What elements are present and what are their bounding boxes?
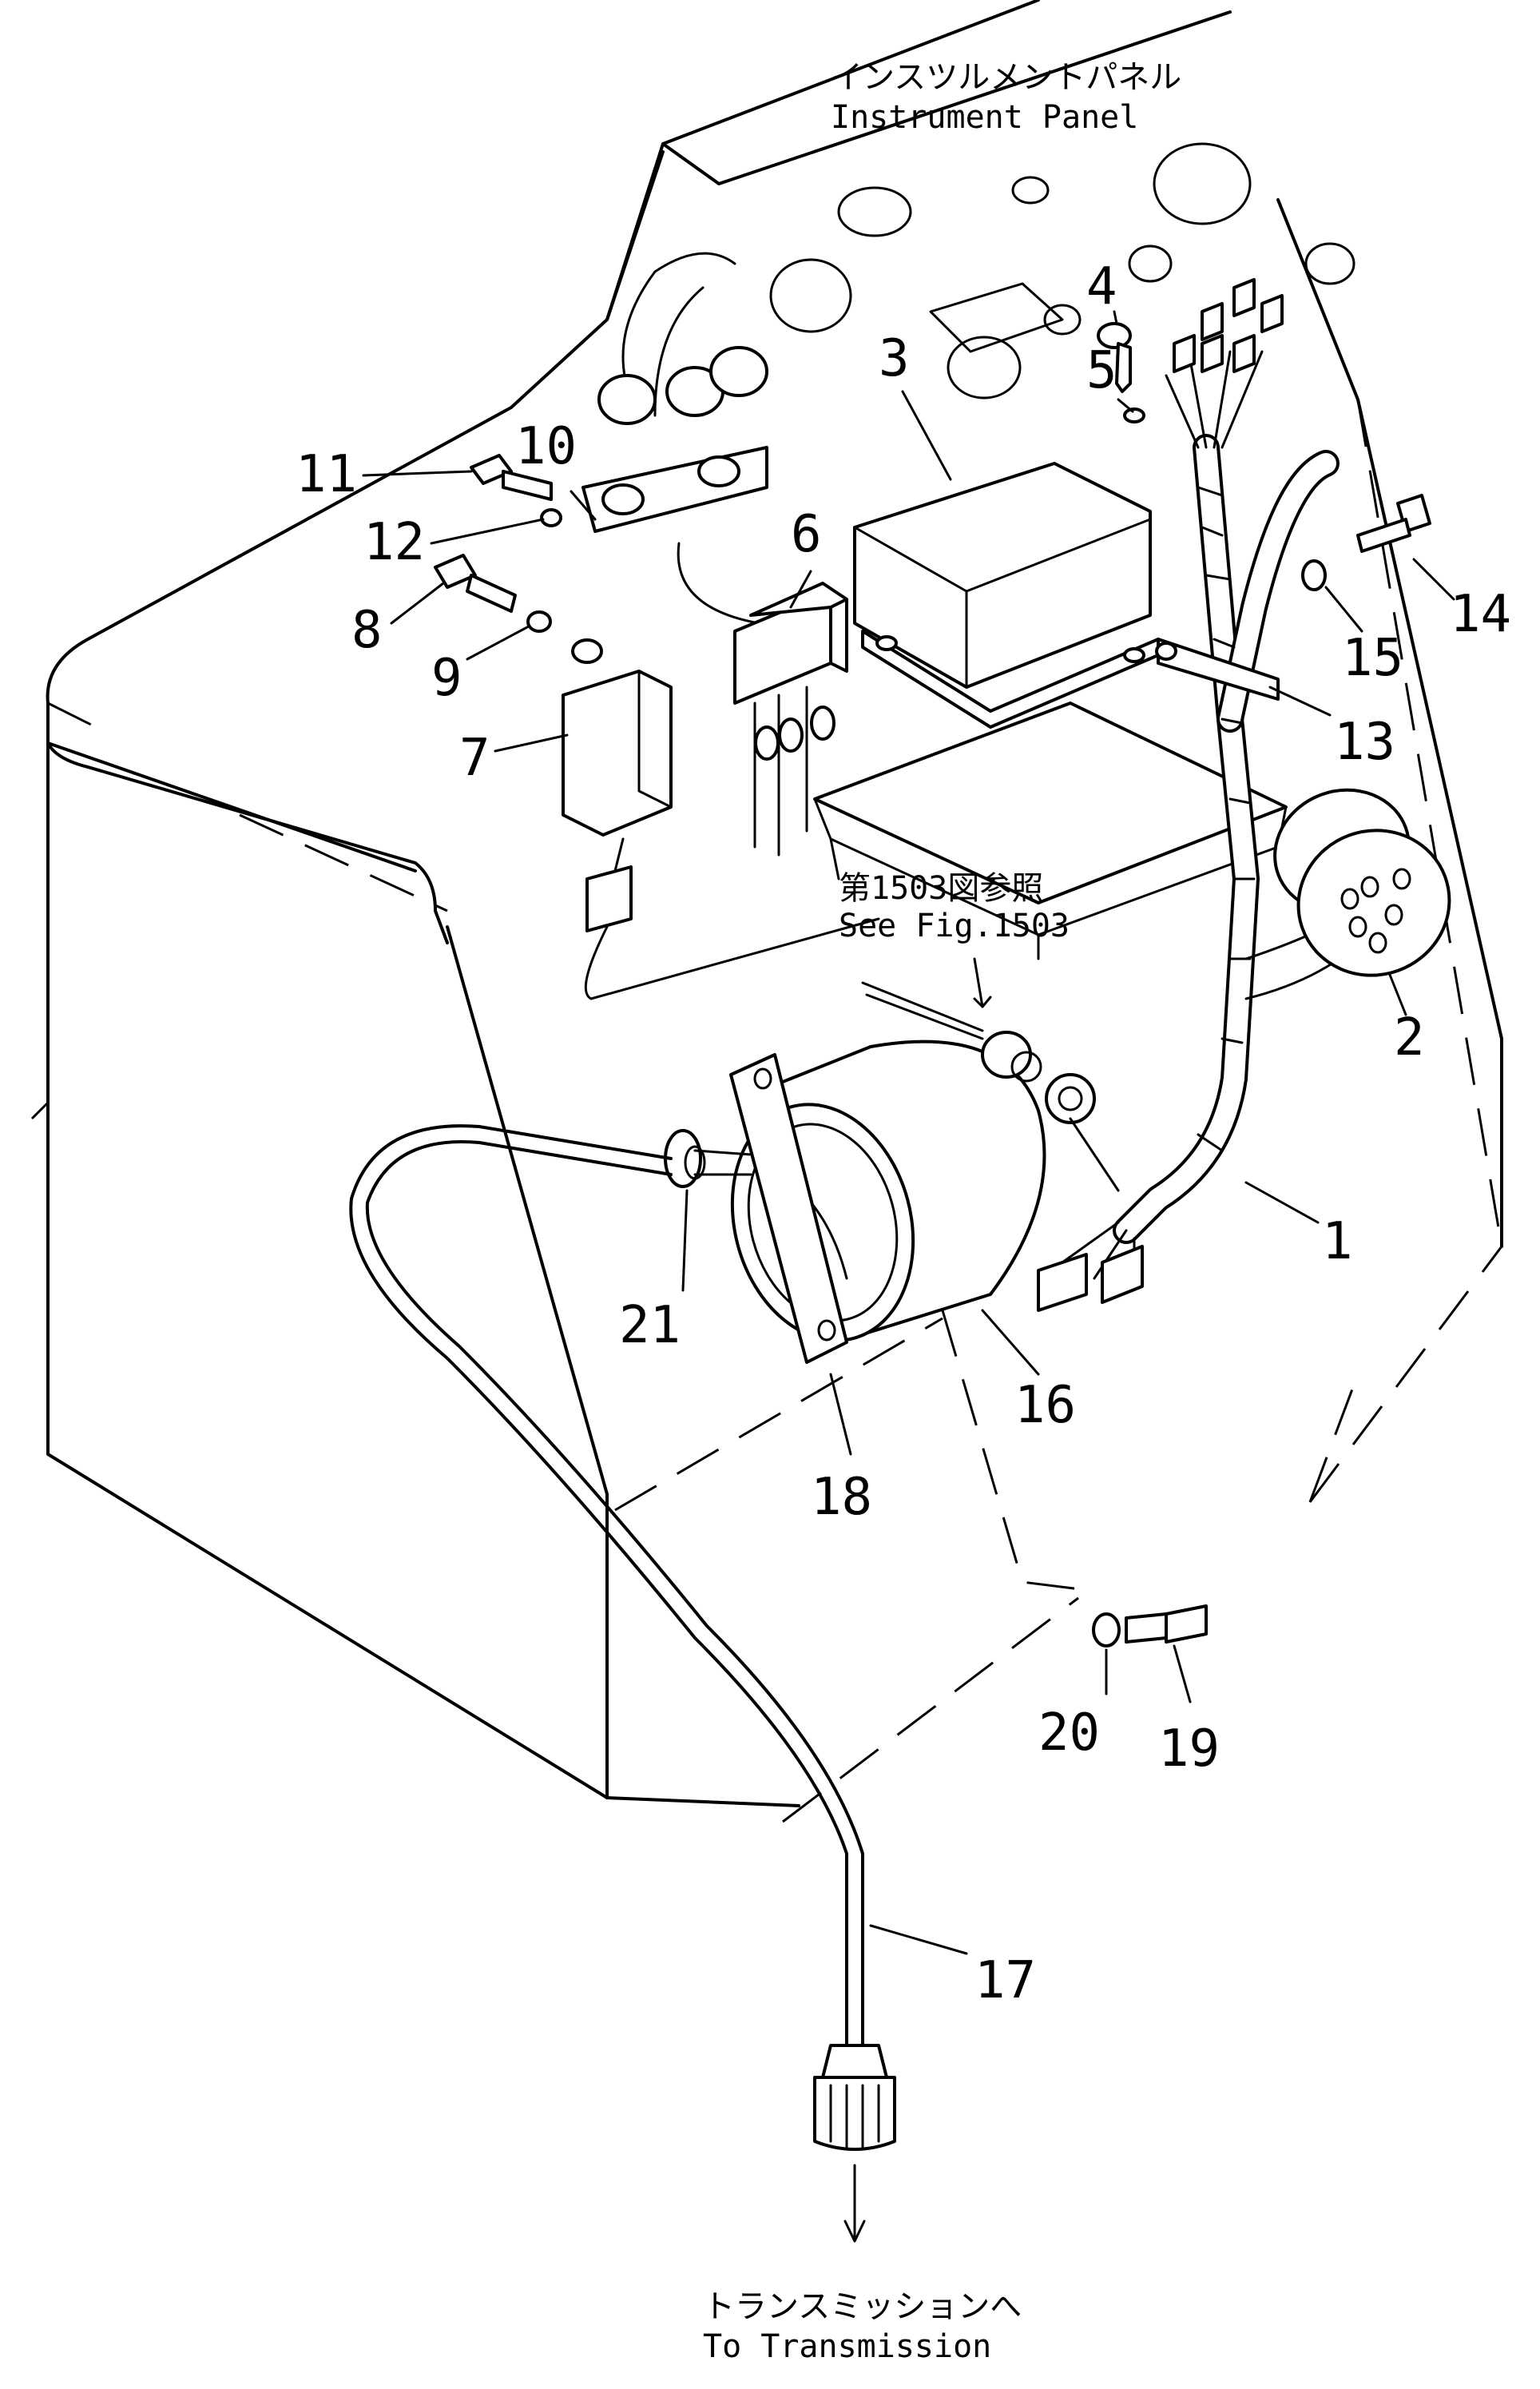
panel-openings xyxy=(769,142,1355,399)
part-7-flasher-unit xyxy=(562,638,880,1000)
part-1-wiring-harness xyxy=(1061,350,1351,1288)
callout-8: 8 xyxy=(351,601,383,660)
callout-19: 19 xyxy=(1158,1719,1220,1779)
callout-18: 18 xyxy=(811,1468,872,1527)
callout-5: 5 xyxy=(1086,341,1117,400)
callout-6: 6 xyxy=(791,505,822,564)
callout-13: 13 xyxy=(1334,713,1395,772)
to-transmission-label-jp: トランスミッションへ xyxy=(703,2288,1022,2325)
callout-9: 9 xyxy=(431,649,462,708)
callout-20: 20 xyxy=(1038,1703,1100,1763)
sensor-plug xyxy=(861,981,1042,1083)
callout-3: 3 xyxy=(879,329,910,388)
callout-1: 1 xyxy=(1322,1212,1353,1271)
callout-4: 4 xyxy=(1086,257,1117,316)
fasteners xyxy=(434,322,1431,1648)
callout-2: 2 xyxy=(1394,1008,1425,1067)
instrument-panel-label-jp: インスツルメントパネル xyxy=(831,59,1181,96)
callout-10: 10 xyxy=(515,417,577,476)
part-3-controller-box xyxy=(853,462,1160,729)
callout-7: 7 xyxy=(459,729,490,788)
callout-14: 14 xyxy=(1450,585,1511,644)
see-fig-label-jp: 第1503図参照 xyxy=(839,870,1043,907)
part-18-meter-bracket xyxy=(729,1053,848,1364)
console-outline xyxy=(30,0,1503,1823)
callout-11: 11 xyxy=(296,445,357,504)
part-10-lamp-socket-bracket xyxy=(581,252,768,625)
to-transmission-label-en: To Transmission xyxy=(703,2328,991,2365)
callout-21: 21 xyxy=(619,1296,681,1355)
part-2-horn xyxy=(1273,788,1451,977)
callout-15: 15 xyxy=(1342,629,1403,688)
part-21-grommet xyxy=(664,1129,752,1188)
harness-connectors xyxy=(1037,278,1284,1312)
part-6-relay xyxy=(733,582,848,857)
part-13-clamp xyxy=(1155,638,1280,701)
leader-lines xyxy=(362,310,1455,2243)
part-17-speedometer-cable xyxy=(349,1124,896,2151)
see-fig-label-en: See Fig.1503 xyxy=(839,908,1070,944)
instrument-panel-label-en: Instrument Panel xyxy=(831,99,1138,136)
callout-17: 17 xyxy=(974,1951,1036,2010)
callout-12: 12 xyxy=(363,513,425,572)
callout-16: 16 xyxy=(1014,1376,1076,1435)
